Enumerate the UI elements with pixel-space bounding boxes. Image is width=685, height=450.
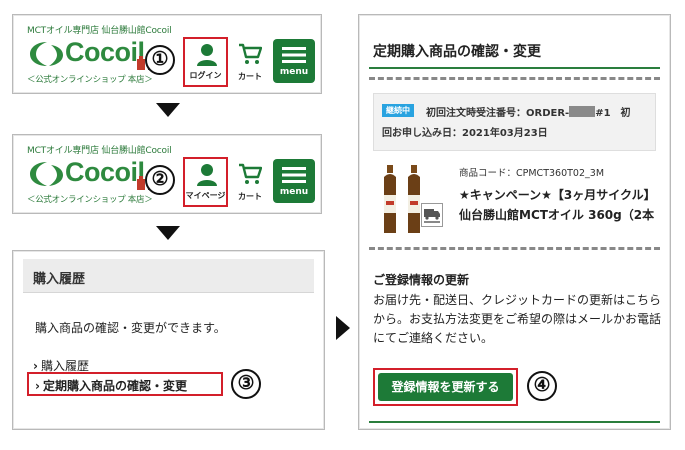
site-header-step1: MCTオイル専門店 仙台勝山館Cocoil Cocoil ＜公式オンラインショッ… bbox=[12, 14, 322, 94]
arrow-right-icon bbox=[336, 316, 350, 340]
cocoil-logo-icon[interactable] bbox=[27, 159, 67, 189]
title-divider bbox=[369, 67, 660, 69]
user-icon bbox=[197, 164, 217, 186]
order-date: 回お申し込み日：2021年03月23日 bbox=[382, 128, 548, 139]
logo-text[interactable]: Cocoil bbox=[65, 157, 145, 187]
order-number-mask bbox=[569, 106, 596, 117]
cocoil-logo-icon[interactable] bbox=[27, 39, 67, 69]
registration-title: ご登録情報の更新 bbox=[373, 273, 470, 287]
logo-text[interactable]: Cocoil bbox=[65, 37, 145, 67]
user-icon bbox=[197, 44, 217, 66]
registration-text: お届け先・配送日、クレジットカードの更新はこちらから。お支払方法変更をご希望の際… bbox=[373, 293, 662, 345]
purchase-history-description: 購入商品の確認・変更ができます。 bbox=[35, 321, 226, 335]
subscription-link-label: 定期購入商品の確認・変更 bbox=[42, 379, 187, 393]
step-badge: ① bbox=[145, 45, 175, 75]
order-number-prefix: 初回注文時受注番号：ORDER- bbox=[426, 108, 570, 119]
shop-label: MCTオイル専門店 仙台勝山館Cocoil bbox=[27, 26, 172, 36]
purchase-history-title: 購入履歴 bbox=[33, 272, 86, 287]
purchase-history-header: 購入履歴 bbox=[23, 259, 314, 293]
purchase-history-link-label: 購入履歴 bbox=[40, 359, 89, 373]
arrow-down-icon bbox=[156, 103, 180, 117]
delivery-icon bbox=[421, 203, 443, 227]
chevron-right-icon: › bbox=[35, 379, 40, 393]
footer-divider bbox=[369, 421, 660, 423]
order-number: 初回注文時受注番号：ORDER- #1 初 bbox=[426, 104, 631, 119]
order-info-box: 継続中 初回注文時受注番号：ORDER- #1 初 回お申し込み日：2021年03… bbox=[373, 93, 656, 151]
update-button-highlight[interactable]: 登録情報を更新する bbox=[373, 368, 518, 406]
hamburger-icon bbox=[282, 47, 306, 63]
step-badge: ② bbox=[145, 165, 175, 195]
mypage-button[interactable]: マイページ bbox=[183, 157, 228, 207]
purchase-history-link[interactable]: ›購入履歴 bbox=[33, 357, 89, 374]
order-number-suffix: #1 初 bbox=[595, 108, 631, 119]
logo-subtitle: ＜公式オンラインショップ 本店＞ bbox=[27, 75, 153, 85]
logo-subtitle: ＜公式オンラインショップ 本店＞ bbox=[27, 195, 153, 205]
hamburger-icon bbox=[282, 167, 306, 183]
mypage-label: マイページ bbox=[185, 191, 226, 200]
purchase-history-panel: 購入履歴 購入商品の確認・変更ができます。 ›購入履歴 ›定期購入商品の確認・変… bbox=[12, 250, 325, 430]
chevron-right-icon: › bbox=[33, 359, 38, 373]
menu-button[interactable]: menu bbox=[273, 159, 315, 203]
subscription-link-highlight[interactable]: ›定期購入商品の確認・変更 bbox=[27, 372, 223, 396]
login-button[interactable]: ログイン bbox=[183, 37, 228, 87]
menu-button[interactable]: menu bbox=[273, 39, 315, 83]
cart-label: カート bbox=[238, 192, 262, 201]
site-header-step2: MCTオイル専門店 仙台勝山館Cocoil Cocoil ＜公式オンラインショッ… bbox=[12, 134, 322, 214]
cart-icon bbox=[239, 43, 262, 64]
page-title: 定期購入商品の確認・変更 bbox=[373, 44, 541, 60]
cart-icon bbox=[239, 163, 262, 184]
step-badge: ④ bbox=[527, 371, 557, 401]
cart-button[interactable]: カート bbox=[235, 41, 265, 85]
product-code: 商品コード：CPMCT360T02_3M bbox=[459, 168, 605, 179]
menu-label: menu bbox=[279, 187, 309, 197]
login-label: ログイン bbox=[189, 71, 222, 80]
menu-label: menu bbox=[279, 67, 309, 77]
product-image[interactable] bbox=[381, 165, 425, 235]
dashed-divider bbox=[369, 77, 660, 80]
product-name[interactable]: ★キャンペーン★【3ヶ月サイクル】仙台勝山館MCTオイル 360g（2本 bbox=[459, 188, 656, 222]
update-registration-button[interactable]: 登録情報を更新する bbox=[378, 373, 513, 401]
dashed-divider bbox=[369, 247, 660, 250]
subscription-link[interactable]: ›定期購入商品の確認・変更 bbox=[35, 377, 187, 394]
shop-label: MCTオイル専門店 仙台勝山館Cocoil bbox=[27, 146, 172, 156]
cart-label: カート bbox=[238, 72, 262, 81]
status-badge: 継続中 bbox=[382, 104, 414, 117]
cart-button[interactable]: カート bbox=[235, 161, 265, 205]
subscription-detail-panel: 定期購入商品の確認・変更 継続中 初回注文時受注番号：ORDER- #1 初 回お… bbox=[358, 14, 671, 430]
step-badge: ③ bbox=[231, 369, 261, 399]
arrow-down-icon bbox=[156, 226, 180, 240]
